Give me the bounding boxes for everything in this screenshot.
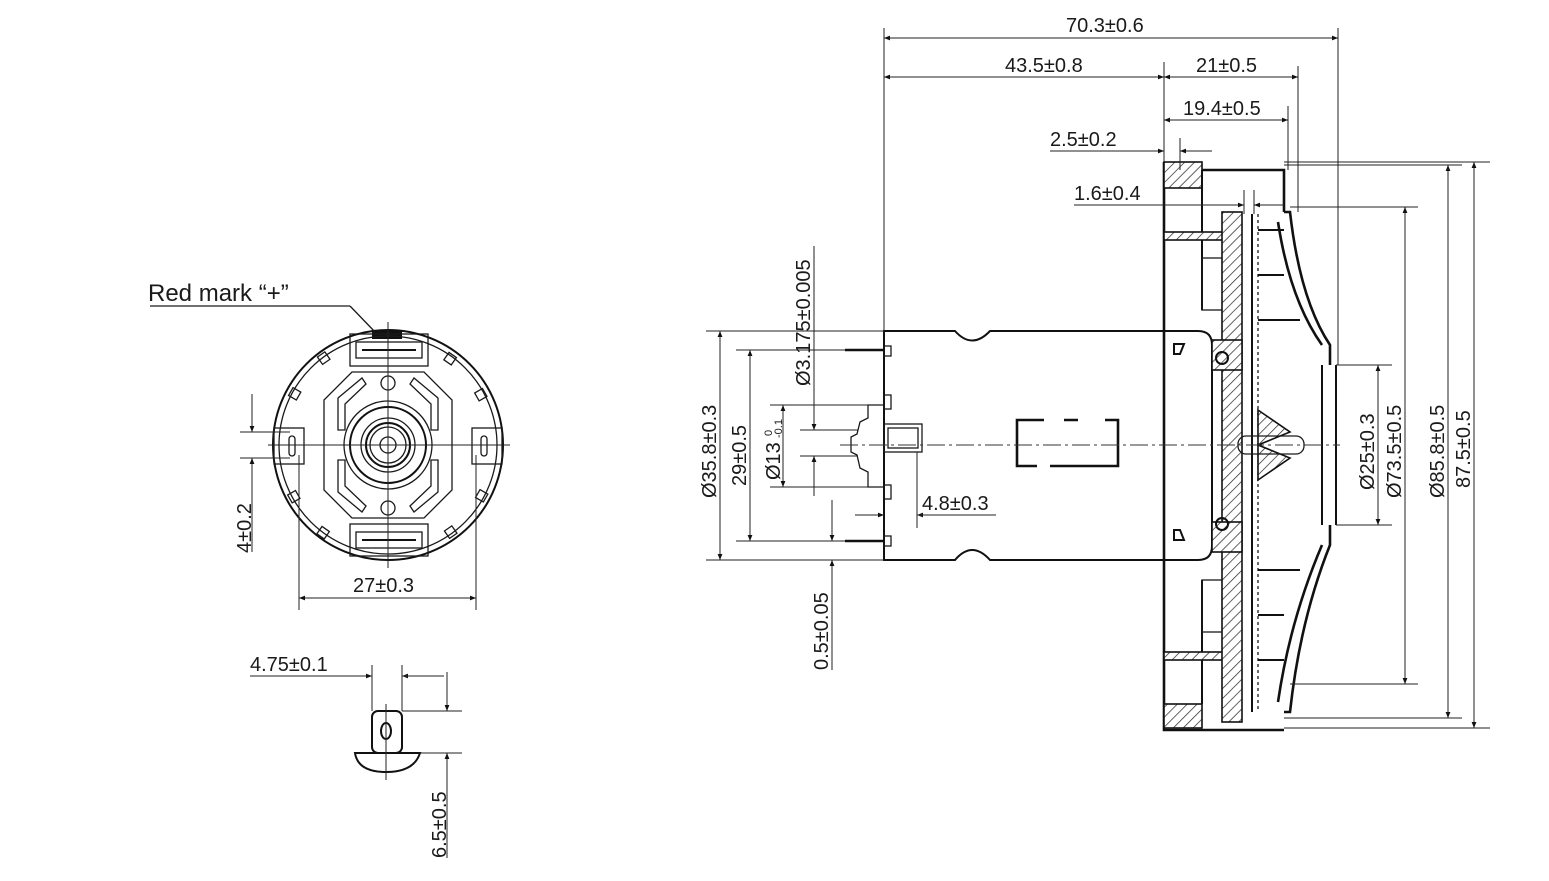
dim-label-housing-diameter: Ø85.8±0.5 [1427,405,1449,498]
dim-fan-inlet-diameter: Ø25±0.3 [1357,365,1381,525]
dim-shaft-diameter: Ø3.175±0.005 [793,246,817,496]
dim-overall-length: 70.3±0.6 [884,15,1338,41]
dim-label-boss-diameter: Ø13 [763,442,785,480]
dim-terminal-span: 27±0.3 [298,455,477,610]
dim-label-fan-inlet-diameter: Ø25±0.3 [1357,413,1379,490]
dim-overall-height: 87.5±0.5 [1453,162,1477,728]
dim-label-fan-diameter: Ø73.5±0.5 [1384,405,1406,498]
dim-label-mount-hole-spacing: 29±0.5 [729,425,751,486]
dim-housing-diameter: Ø85.8±0.5 [1427,165,1451,718]
dim-terminal-height: 6.5±0.5 [402,672,462,858]
side-view: 70.3±0.6 43.5±0.8 21±0.5 19.4±0.5 2.5±0.… [699,15,1490,732]
dim-boss-diameter: Ø13 0 -0.1 [763,405,786,487]
dim-label-fan-depth: 19.4±0.5 [1183,98,1261,120]
dim-fan-housing-length: 21±0.5 [1164,55,1298,80]
dim-label-overall-length: 70.3±0.6 [1066,15,1144,37]
dim-label-flange-thickness: 2.5±0.2 [1050,129,1117,151]
dim-fan-diameter: Ø73.5±0.5 [1384,207,1408,684]
svg-text:-0.1: -0.1 [773,419,785,438]
dim-label-terminal-height: 6.5±0.5 [429,791,451,858]
svg-text:0: 0 [763,430,775,436]
dim-label-shaft-diameter: Ø3.175±0.005 [793,259,815,386]
dim-label-terminal-thickness: 0.5±0.05 [811,592,833,670]
dim-plate-gap: 1.6±0.4 [1074,183,1284,208]
terminal-detail-view: 4.75±0.1 6.5±0.5 [250,654,462,858]
dim-label-terminal-span: 27±0.3 [353,575,414,597]
red-mark-indicator [372,331,402,339]
dim-terminal-offset: 4±0.2 [234,394,290,553]
perimeter-notches [286,350,489,540]
dim-label-shaft-extension: 4.8±0.3 [922,493,989,515]
dim-label-overall-height: 87.5±0.5 [1453,410,1475,488]
dim-fan-depth: 19.4±0.5 [1164,98,1288,123]
front-view: Red mark “+” [148,280,510,610]
red-mark-label: Red mark “+” [148,280,289,307]
dim-body-diameter: Ø35.8±0.3 [699,331,723,560]
dim-label-plate-gap: 1.6±0.4 [1074,183,1141,205]
dim-label-terminal-offset: 4±0.2 [234,503,256,553]
dim-terminal-thickness: 0.5±0.05 [811,500,835,670]
terminal-right [471,427,503,465]
dim-motor-body-length: 43.5±0.8 [884,55,1164,80]
dim-label-motor-body-length: 43.5±0.8 [1005,55,1083,77]
dim-label-fan-housing-length: 21±0.5 [1196,55,1257,77]
dim-shaft-extension: 4.8±0.3 [855,452,996,528]
dim-label-body-diameter: Ø35.8±0.3 [699,405,721,498]
terminal-left [273,427,305,465]
dim-label-terminal-width: 4.75±0.1 [250,654,328,676]
dim-flange-thickness: 2.5±0.2 [1050,129,1212,154]
dim-terminal-width: 4.75±0.1 [250,654,444,679]
dim-mount-hole-spacing: 29±0.5 [729,350,753,541]
red-mark-callout: Red mark “+” [148,280,402,339]
